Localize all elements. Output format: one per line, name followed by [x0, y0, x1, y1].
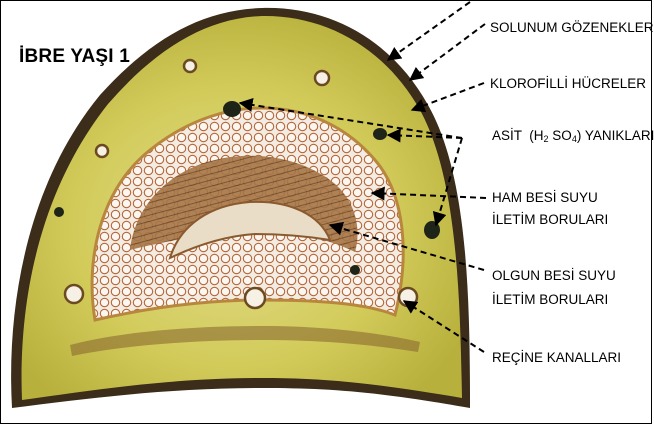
label-stomata: SOLUNUM GÖZENEKLERİ: [490, 20, 654, 36]
acid-formula-so-sub: 4: [572, 134, 577, 144]
acid-formula-so: SO: [552, 128, 572, 143]
label-resin-canals: REÇİNE KANALLARI: [492, 350, 621, 366]
diagram-title: İBRE YAŞI 1: [19, 46, 130, 68]
label-chlorophyll-cells: KLOROFİLLİ HÜCRELER: [490, 76, 646, 92]
acid-burn-prefix: ASİT: [492, 128, 522, 143]
acid-formula-h: H: [534, 128, 544, 143]
acid-burn-suffix: YANIKLARI: [585, 128, 654, 143]
label-xylem-line2: İLETİM BORULARI: [492, 212, 608, 228]
label-acid-burns: ASİT (H2 SO4) YANIKLARI: [492, 128, 654, 147]
acid-formula-h-sub: 2: [544, 134, 549, 144]
label-xylem-line1: HAM BESİ SUYU: [492, 190, 598, 206]
label-phloem-line1: OLGUN BESİ SUYU: [492, 268, 616, 284]
label-phloem-line2: İLETİM BORULARI: [492, 292, 608, 308]
